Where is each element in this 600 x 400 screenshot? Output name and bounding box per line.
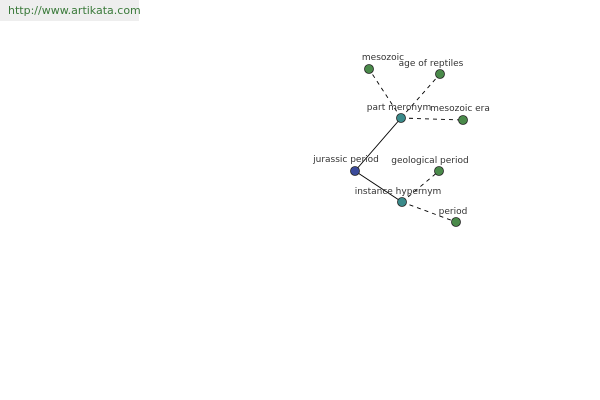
edge-part-meronym-to-age-of-reptiles (400, 73, 441, 119)
root-jurassic-period-node[interactable] (350, 166, 360, 176)
term-mesozoic-era-label[interactable]: mesozoic era (430, 104, 490, 114)
edge-instance-hypernym-to-geological-period (401, 170, 440, 203)
relation-part-meronym-node[interactable] (396, 113, 406, 123)
edges (354, 68, 464, 223)
url-bar: http://www.artikata.com (0, 0, 141, 21)
edge-instance-hypernym-to-period (401, 201, 457, 223)
root-jurassic-period-label[interactable]: jurassic period (312, 155, 379, 165)
relation-instance-hypernym-node[interactable] (397, 197, 407, 207)
term-geological-period-node[interactable] (434, 166, 444, 176)
site-url[interactable]: http://www.artikata.com (8, 4, 141, 17)
edge-part-meronym-to-mesozoic-era (400, 117, 464, 121)
edge-root-to-instance-hypernym (354, 170, 403, 203)
relation-part-meronym-label[interactable]: part meronym (367, 103, 431, 113)
term-mesozoic-label[interactable]: mesozoic (362, 53, 404, 63)
term-mesozoic-era-node[interactable] (458, 115, 468, 125)
nodes (350, 64, 468, 227)
edge-root-to-part-meronym (354, 117, 402, 172)
edge-part-meronym-to-mesozoic (368, 68, 402, 119)
term-geological-period-label[interactable]: geological period (391, 156, 468, 166)
term-period-label[interactable]: period (439, 207, 468, 217)
relation-instance-hypernym-label[interactable]: instance hypernym (355, 187, 442, 197)
term-mesozoic-node[interactable] (364, 64, 374, 74)
term-age-of-reptiles-label[interactable]: age of reptiles (399, 59, 464, 69)
term-period-node[interactable] (451, 217, 461, 227)
term-age-of-reptiles-node[interactable] (435, 69, 445, 79)
